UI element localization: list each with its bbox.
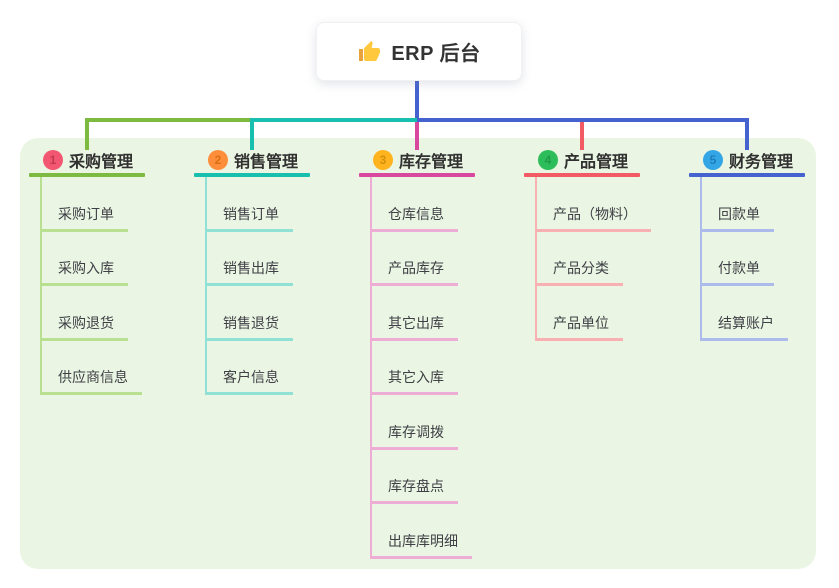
child-label: 付款单: [718, 260, 760, 277]
child-label: 采购入库: [58, 260, 114, 277]
child-label: 产品（物料）: [553, 205, 637, 222]
child-node[interactable]: 产品（物料）: [535, 177, 651, 232]
child-label: 产品库存: [388, 260, 444, 277]
branch-connector-line: [535, 177, 537, 341]
child-label: 采购退货: [58, 314, 114, 331]
child-node[interactable]: 产品单位: [535, 286, 623, 341]
branch-connector-line: [205, 177, 207, 395]
child-label: 销售退货: [223, 314, 279, 331]
branch-drop-line-4: [580, 122, 584, 150]
connector-bar-right: [417, 118, 749, 122]
connector-bar-middle: [251, 118, 417, 122]
branch-underline: [29, 173, 145, 177]
priority-badge-icon: 3: [373, 150, 393, 170]
branch-1: 1 采购管理 采购订单 采购入库 采购退货 供应商信息: [29, 0, 194, 588]
branches-panel: [20, 138, 816, 569]
child-node[interactable]: 其它入库: [370, 341, 458, 395]
branch-underline: [689, 173, 805, 177]
branch-header[interactable]: 1 采购管理: [29, 148, 133, 172]
root-label: ERP 后台: [391, 43, 481, 65]
branch-header[interactable]: 5 财务管理: [689, 148, 793, 172]
child-node[interactable]: 出库库明细: [370, 504, 472, 559]
branch-children: 销售订单 销售出库 销售退货 客户信息: [205, 177, 293, 395]
child-node[interactable]: 结算账户: [700, 286, 788, 341]
child-node[interactable]: 其它出库: [370, 286, 458, 341]
child-node[interactable]: 供应商信息: [40, 341, 142, 395]
branch-drop-line-5: [745, 118, 749, 150]
child-node[interactable]: 库存盘点: [370, 450, 458, 504]
child-label: 出库库明细: [388, 532, 458, 549]
branch-children: 采购订单 采购入库 采购退货 供应商信息: [40, 177, 142, 395]
root-node[interactable]: ERP 后台: [316, 22, 522, 81]
child-node[interactable]: 客户信息: [205, 341, 293, 395]
branch-title: 销售管理: [234, 154, 299, 171]
connector-bar-left: [85, 118, 251, 122]
child-node[interactable]: 回款单: [700, 177, 774, 232]
priority-badge-icon: 2: [208, 150, 228, 170]
child-node[interactable]: 库存调拨: [370, 395, 458, 450]
branch-2: 2 销售管理 销售订单 销售出库 销售退货 客户信息: [194, 0, 359, 588]
child-label: 销售出库: [223, 260, 279, 277]
branch-connector-line: [370, 177, 372, 559]
branch-underline: [524, 173, 640, 177]
child-label: 库存盘点: [388, 478, 444, 495]
priority-badge-icon: 1: [43, 150, 63, 170]
branch-drop-line-1: [85, 118, 89, 150]
child-label: 采购订单: [58, 205, 114, 222]
child-node[interactable]: 销售出库: [205, 232, 293, 286]
priority-badge-icon: 5: [703, 150, 723, 170]
branch-children: 回款单 付款单 结算账户: [700, 177, 788, 341]
branch-header[interactable]: 3 库存管理: [359, 148, 463, 172]
branch-underline: [194, 173, 310, 177]
branch-4: 4 产品管理 产品（物料） 产品分类 产品单位: [524, 0, 689, 588]
branch-drop-line-3: [415, 122, 419, 150]
child-label: 其它入库: [388, 369, 444, 386]
child-label: 仓库信息: [388, 205, 444, 222]
child-node[interactable]: 销售退货: [205, 286, 293, 341]
child-label: 其它出库: [388, 314, 444, 331]
priority-badge-icon: 4: [538, 150, 558, 170]
child-node[interactable]: 采购退货: [40, 286, 128, 341]
child-label: 产品分类: [553, 260, 609, 277]
branch-header[interactable]: 2 销售管理: [194, 148, 298, 172]
branch-title: 财务管理: [729, 154, 794, 171]
child-label: 结算账户: [718, 314, 774, 331]
child-node[interactable]: 产品库存: [370, 232, 458, 286]
branch-connector-line: [700, 177, 702, 341]
child-node[interactable]: 付款单: [700, 232, 774, 286]
branch-3: 3 库存管理 仓库信息 产品库存 其它出库 其它入库 库存调拨 库存盘点 出库库…: [359, 0, 524, 588]
branch-header[interactable]: 4 产品管理: [524, 148, 628, 172]
root-connector-line: [415, 81, 419, 122]
child-node[interactable]: 采购入库: [40, 232, 128, 286]
child-node[interactable]: 仓库信息: [370, 177, 458, 232]
child-label: 供应商信息: [58, 369, 128, 386]
branch-title: 采购管理: [69, 154, 134, 171]
branch-drop-line-2: [250, 118, 254, 150]
branch-connector-line: [40, 177, 42, 395]
child-label: 库存调拨: [388, 423, 444, 440]
branch-title: 产品管理: [564, 154, 629, 171]
child-label: 回款单: [718, 205, 760, 222]
child-label: 客户信息: [223, 369, 279, 386]
branch-children: 仓库信息 产品库存 其它出库 其它入库 库存调拨 库存盘点 出库库明细: [370, 177, 472, 559]
branch-children: 产品（物料） 产品分类 产品单位: [535, 177, 651, 341]
child-node[interactable]: 产品分类: [535, 232, 623, 286]
child-label: 销售订单: [223, 205, 279, 222]
child-node[interactable]: 销售订单: [205, 177, 293, 232]
branch-title: 库存管理: [399, 154, 464, 171]
branch-underline: [359, 173, 475, 177]
branch-5: 5 财务管理 回款单 付款单 结算账户: [689, 0, 839, 588]
child-label: 产品单位: [553, 314, 609, 331]
thumbs-up-icon: [357, 40, 381, 64]
child-node[interactable]: 采购订单: [40, 177, 128, 232]
